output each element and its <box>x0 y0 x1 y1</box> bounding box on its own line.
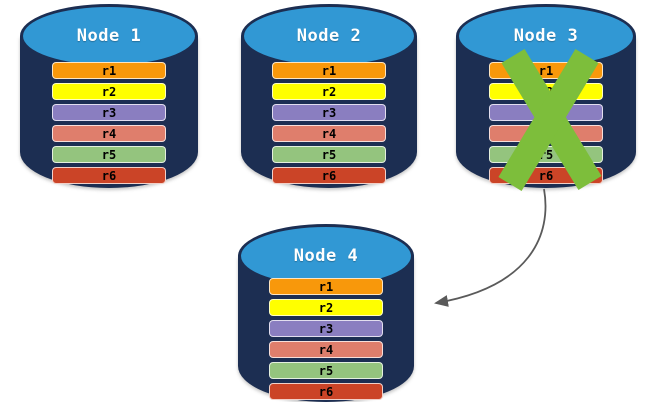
row-label: r1 <box>101 63 117 78</box>
cylinder-top: Node 1 <box>20 4 198 68</box>
node-title: Node 2 <box>296 26 362 46</box>
replica-row: r2 <box>269 299 383 316</box>
replica-row: r6 <box>269 383 383 400</box>
row-label: r5 <box>318 363 334 378</box>
cylinder-top: Node 3 <box>456 4 636 68</box>
replica-row: r3 <box>272 104 386 121</box>
replica-row: r4 <box>272 125 386 142</box>
row-label: r6 <box>318 384 334 399</box>
replica-row: r5 <box>489 146 603 163</box>
replica-row: r6 <box>272 167 386 184</box>
node-2-cylinder: Node 2 r1 r2 r3 r4 r5 r6 <box>241 4 417 188</box>
replica-row: r1 <box>489 62 603 79</box>
replica-row: r4 <box>269 341 383 358</box>
replica-rows: r1 r2 r3 r4 r5 r6 <box>269 278 383 400</box>
replica-row: r3 <box>489 104 603 121</box>
row-label: r2 <box>318 300 334 315</box>
node-1-cylinder: Node 1 r1 r2 r3 r4 r5 r6 <box>20 4 198 188</box>
row-label: r6 <box>101 168 117 183</box>
replica-rows: r1 r2 r3 r4 r5 r6 <box>272 62 386 184</box>
row-label: r4 <box>538 126 554 141</box>
replica-row: r5 <box>52 146 166 163</box>
row-label: r4 <box>318 342 334 357</box>
replica-row: r3 <box>269 320 383 337</box>
row-label: r5 <box>321 147 337 162</box>
replica-row: r6 <box>52 167 166 184</box>
node-3-cylinder: Node 3 r1 r2 r3 r4 r5 r6 <box>456 4 636 188</box>
replica-row: r6 <box>489 167 603 184</box>
row-label: r5 <box>101 147 117 162</box>
replica-row: r3 <box>52 104 166 121</box>
replica-row: r5 <box>269 362 383 379</box>
row-label: r6 <box>321 168 337 183</box>
replica-row: r2 <box>489 83 603 100</box>
row-label: r1 <box>321 63 337 78</box>
row-label: r3 <box>321 105 337 120</box>
row-label: r3 <box>101 105 117 120</box>
row-label: r2 <box>321 84 337 99</box>
replica-row: r4 <box>52 125 166 142</box>
failover-arrow <box>434 188 547 307</box>
replica-rows: r1 r2 r3 r4 r5 r6 <box>489 62 603 184</box>
replica-row: r4 <box>489 125 603 142</box>
node-4-cylinder: Node 4 r1 r2 r3 r4 r5 r6 <box>238 224 414 402</box>
row-label: r6 <box>538 168 554 183</box>
row-label: r2 <box>101 84 117 99</box>
cylinder-top: Node 4 <box>238 224 414 288</box>
replica-row: r2 <box>272 83 386 100</box>
row-label: r2 <box>538 84 554 99</box>
node-title: Node 4 <box>293 246 359 266</box>
row-label: r1 <box>538 63 554 78</box>
row-label: r3 <box>318 321 334 336</box>
node-title: Node 1 <box>76 26 142 46</box>
node-title: Node 3 <box>513 26 579 46</box>
replica-row: r1 <box>52 62 166 79</box>
row-label: r5 <box>538 147 554 162</box>
replica-row: r1 <box>272 62 386 79</box>
row-label: r4 <box>321 126 337 141</box>
row-label: r3 <box>538 105 554 120</box>
cylinder-top: Node 2 <box>241 4 417 68</box>
replica-row: r5 <box>272 146 386 163</box>
row-label: r1 <box>318 279 334 294</box>
replica-row: r2 <box>52 83 166 100</box>
replica-rows: r1 r2 r3 r4 r5 r6 <box>52 62 166 184</box>
row-label: r4 <box>101 126 117 141</box>
replica-row: r1 <box>269 278 383 295</box>
